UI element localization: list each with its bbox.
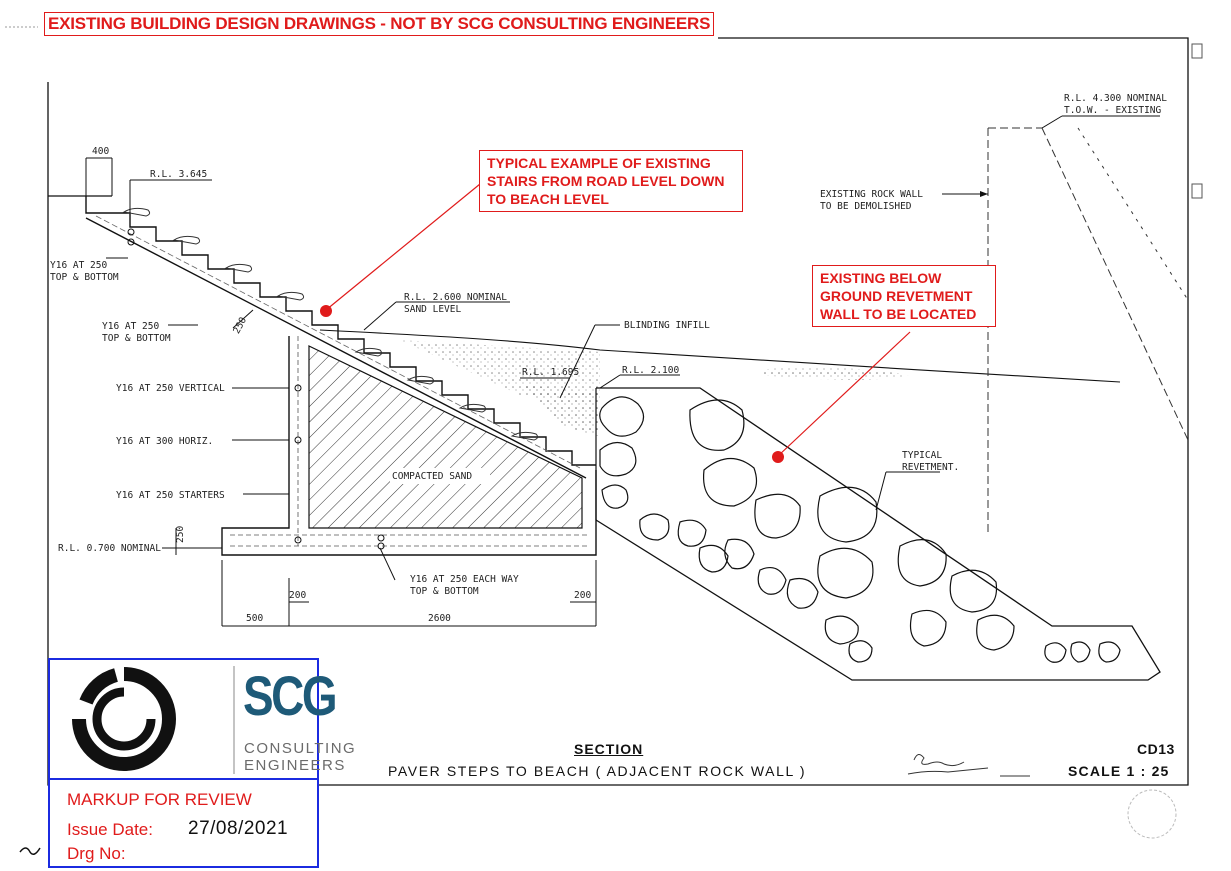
rl-1695-label: R.L. 1.695 [522,367,579,378]
y16-vertical-label: Y16 AT 250 VERTICAL [116,383,225,394]
section-subtitle: PAVER STEPS TO BEACH ( ADJACENT ROCK WAL… [388,763,807,779]
drawing-no-label: Drg No: [67,844,126,863]
stairs-callout-line-2: STAIRS FROM ROAD LEVEL DOWN [487,173,725,189]
stairs-callout-line-3: TO BEACH LEVEL [487,191,609,207]
drawing-number: CD13 [1137,741,1175,757]
y16-250-label-a1: Y16 AT 250 [50,260,107,271]
y16-250-label-b1: Y16 AT 250 [102,321,159,332]
dim-250-vert-label: 250 [175,526,186,543]
stair-profile [85,196,596,466]
brand-sub-engineers: ENGINEERS [244,757,346,774]
dim-250-diag-label: 250 [231,315,249,336]
revetment-callout: EXISTING BELOW GROUND REVETMENT WALL TO … [812,265,996,327]
section-title: SECTION [574,741,644,757]
brand-name: SCG [243,664,338,727]
stairs-callout-line-1: TYPICAL EXAMPLE OF EXISTING [487,155,711,171]
typical-revetment-label-1: TYPICAL [902,450,942,461]
revetment-callout-line-1: EXISTING BELOW [820,270,942,286]
company-logo: SCG CONSULTING ENGINEERS [50,660,355,780]
rock-wall-label-2: TO BE DEMOLISHED [820,201,912,212]
stairs-callout: TYPICAL EXAMPLE OF EXISTING STAIRS FROM … [479,150,743,212]
logo-ring-icon [72,667,176,771]
revetment-callout-line-2: GROUND REVETMENT [820,288,973,304]
stamp-mark [1127,789,1177,839]
rock-wall-label-1: EXISTING ROCK WALL [820,189,923,200]
revetment-marker-dot [772,451,784,463]
blinding-infill-label: BLINDING INFILL [624,320,710,331]
logo-divider [233,666,235,774]
dim-200a-label: 200 [289,590,306,601]
y16-each-way-label-1: Y16 AT 250 EACH WAY [410,574,519,585]
typical-revetment-label-2: REVETMENT. [902,462,959,473]
dim-200b-label: 200 [574,590,591,601]
handwritten-mark [19,847,41,855]
sheet-border [47,37,1189,786]
dim-2600-label: 2600 [428,613,451,624]
retaining-wall [221,336,597,556]
signature [907,754,1030,777]
compacted-sand-label: COMPACTED SAND [392,471,472,482]
scale-label: SCALE 1 : 25 [1068,763,1170,779]
issue-date-value: 27/08/2021 [188,818,289,839]
rl-2600-label: R.L. 2.600 NOMINAL [404,292,507,303]
y16-horiz-label: Y16 AT 300 HORIZ. [116,436,213,447]
markup-label: MARKUP FOR REVIEW [67,790,252,809]
y16-each-way-label-2: TOP & BOTTOM [410,586,479,597]
rl-0700-label: R.L. 0.700 NOMINAL [58,543,161,554]
sand-level-label: SAND LEVEL [404,304,461,315]
dim-500-label: 500 [246,613,263,624]
disclaimer-banner: EXISTING BUILDING DESIGN DRAWINGS - NOT … [44,12,715,36]
revetment-callout-line-3: WALL TO BE LOCATED [820,306,977,322]
rl-2100-label: R.L. 2.100 [622,365,679,376]
title-block: SCG CONSULTING ENGINEERS MARKUP FOR REVI… [48,658,355,868]
stairs-marker-dot [320,305,332,317]
dim-400-label: 400 [92,146,109,157]
brand-sub-consulting: CONSULTING [244,740,357,757]
tow-existing-label: T.O.W. - EXISTING [1064,105,1162,116]
y16-250-label-b2: TOP & BOTTOM [102,333,171,344]
y16-250-label-a2: TOP & BOTTOM [50,272,119,283]
revetment-outline [595,387,1161,681]
rl-4300-label: R.L. 4.300 NOMINAL [1064,93,1167,104]
compacted-sand-region [308,345,583,529]
rl-3645-label: R.L. 3.645 [150,169,207,180]
y16-starters-label: Y16 AT 250 STARTERS [116,490,225,501]
issue-date-label: Issue Date: [67,820,153,839]
